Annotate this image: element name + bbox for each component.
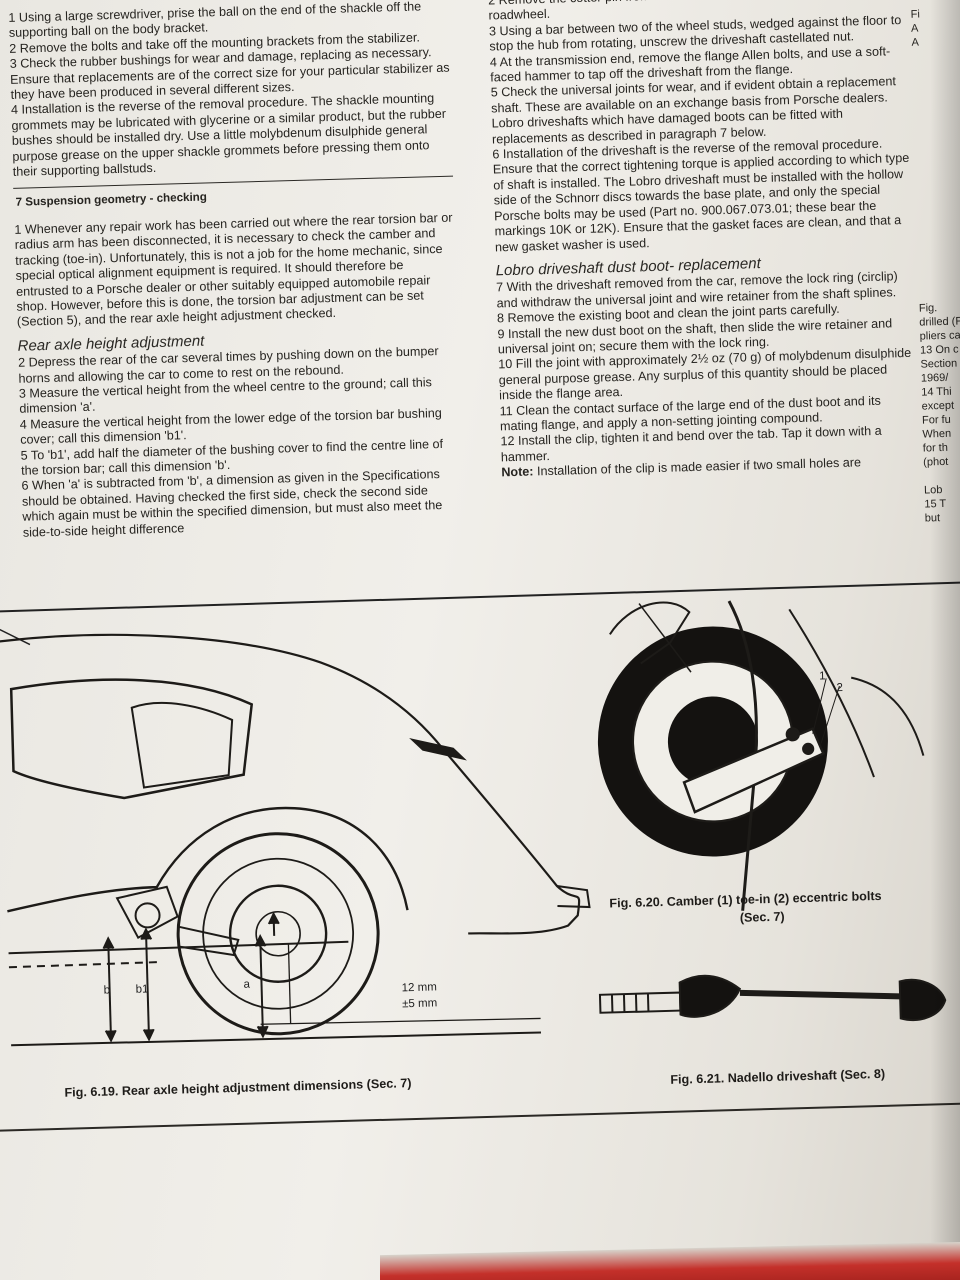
paragraph: 5 Check the universal joints for wear, a… bbox=[490, 74, 897, 147]
figure-caption-6-20-sec: (Sec. 7) bbox=[739, 909, 785, 925]
driveshaft-illustration bbox=[598, 974, 947, 1021]
left-column: 1 Using a large screwdriver, prise the b… bbox=[8, 0, 463, 541]
paragraph: 1 Whenever any repair work has been carr… bbox=[14, 210, 453, 330]
suspension-illustration bbox=[597, 600, 925, 911]
paragraph: 4 Installation is the reverse of the rem… bbox=[10, 91, 447, 179]
middle-column: 2 Remove the cotter pin from the castell… bbox=[488, 0, 921, 481]
figure-drawings bbox=[0, 581, 960, 1047]
label-toe: 2 bbox=[836, 681, 844, 695]
label-b1: b1 bbox=[135, 983, 149, 996]
paragraph: 6 When 'a' is subtracted from 'b', a dim… bbox=[21, 467, 443, 540]
note-label: Note: bbox=[501, 464, 534, 480]
label-mm-2: ±5 mm bbox=[401, 997, 438, 1011]
label-mm-1: 12 mm bbox=[401, 981, 438, 995]
page-shadow bbox=[930, 0, 960, 1280]
paragraph: 6 Installation of the driveshaft is the … bbox=[492, 136, 910, 254]
label-camber: 1 bbox=[818, 670, 826, 683]
car-illustration bbox=[0, 633, 591, 1036]
label-a: a bbox=[243, 978, 251, 991]
figure-area: b b1 a 12 mm ±5 mm 1 2 Fig. 6.19. Rear a… bbox=[0, 574, 960, 1122]
ground-lines bbox=[8, 911, 542, 1047]
label-b: b bbox=[103, 984, 111, 997]
